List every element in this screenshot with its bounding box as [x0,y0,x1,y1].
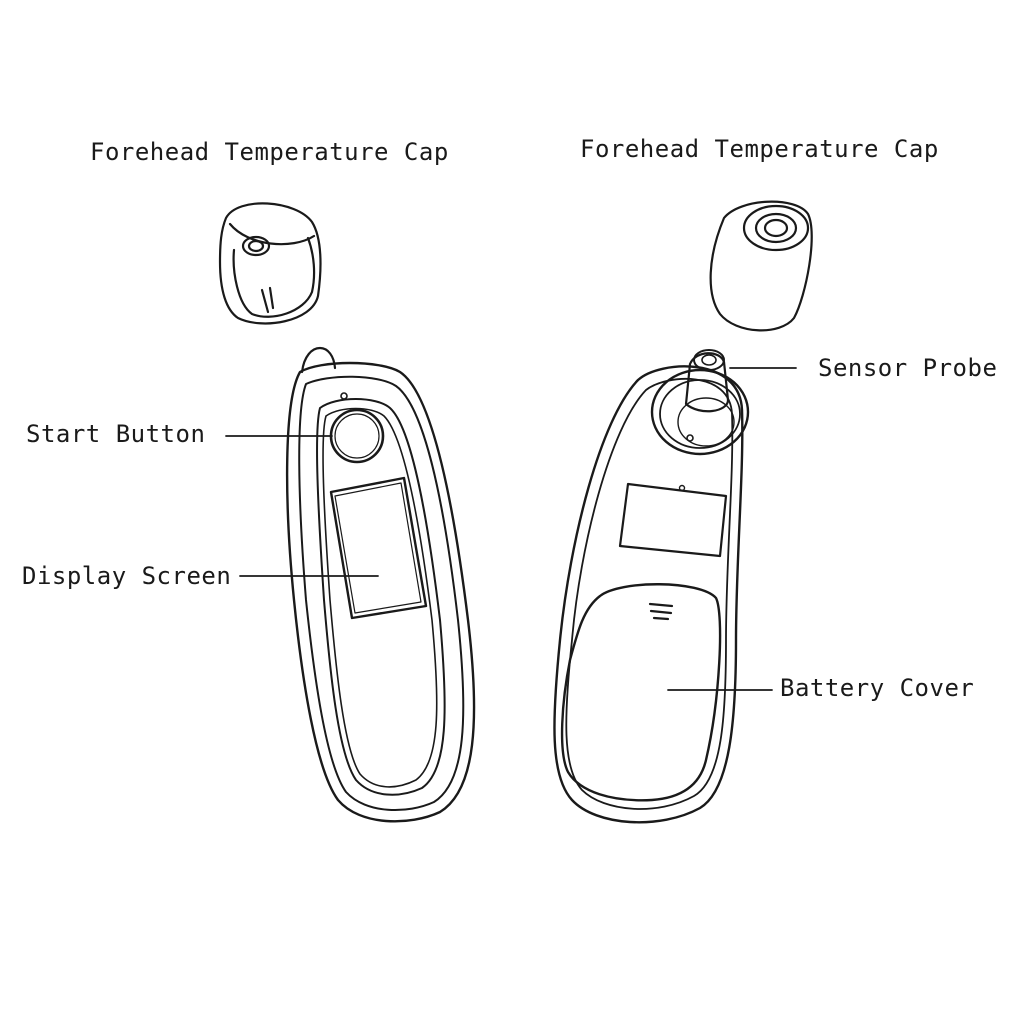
label-battery-cover: Battery Cover [780,674,975,702]
label-start-button: Start Button [26,420,206,448]
label-sensor-probe: Sensor Probe [818,354,998,382]
start-button-shape [329,408,385,464]
forehead-cap-back [709,200,813,332]
sensor-probe-shape [684,349,730,413]
label-forehead-cap-left: Forehead Temperature Cap [90,138,449,166]
label-display-screen: Display Screen [22,562,232,590]
label-forehead-cap-right: Forehead Temperature Cap [580,135,939,163]
thermometer-front [285,346,476,823]
thermometer-back [553,365,750,824]
display-screen-shape [329,476,428,620]
forehead-cap-front [218,202,322,325]
